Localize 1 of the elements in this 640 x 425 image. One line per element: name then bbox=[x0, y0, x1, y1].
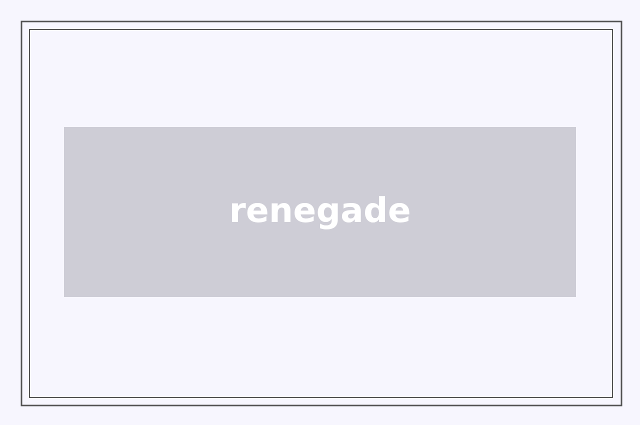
title-banner bbox=[64, 127, 576, 297]
